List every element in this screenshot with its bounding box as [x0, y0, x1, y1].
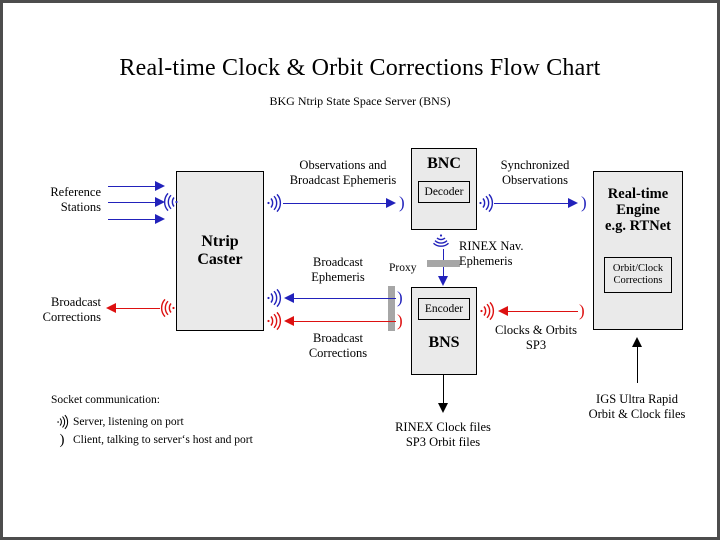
- socket-server-icon-caster-obs: [266, 193, 282, 213]
- arrow-ref-station-1: [155, 181, 165, 191]
- socket-client-icon-bns-bcorr: ): [397, 311, 403, 330]
- label-rinex-nav-ephemeris: RINEX Nav. Ephemeris: [459, 239, 523, 269]
- bc-mid-line1: Broadcast: [313, 331, 363, 345]
- flow-broadcast-ephemeris: [294, 298, 396, 299]
- ntrip-caster-label-line2: Caster: [197, 251, 243, 268]
- synchronized-line1: Synchronized: [500, 158, 570, 172]
- label-observations: Observations and Broadcast Ephemeris: [275, 158, 411, 188]
- legend-server-text: Server, listening on port: [73, 416, 184, 428]
- socket-server-icon-bns-clocks: [479, 301, 495, 321]
- socket-client-icon-bns-beph: ): [397, 288, 403, 307]
- arrow-broadcast-corrections-mid: [284, 316, 294, 326]
- legend-client-text: Client, talking to server‘s host and por…: [73, 434, 253, 446]
- label-reference-stations: Reference Stations: [11, 185, 101, 215]
- flow-broadcast-corrections-mid: [294, 321, 396, 322]
- flow-ref-station-2: [108, 202, 156, 203]
- page-title: Real-time Clock & Orbit Corrections Flow…: [119, 55, 601, 81]
- arrow-igs-ultra-rapid: [632, 337, 642, 347]
- node-ntrip-caster[interactable]: Ntrip Caster: [176, 171, 264, 331]
- flow-ref-station-1: [108, 186, 156, 187]
- socket-server-icon: [51, 414, 73, 430]
- label-broadcast-corrections-mid: Broadcast Corrections: [290, 331, 386, 361]
- flow-synchronized-observations: [494, 203, 571, 204]
- legend: Socket communication: Server, listening …: [51, 391, 253, 449]
- label-broadcast-corrections-left: Broadcast Corrections: [9, 295, 101, 325]
- node-bns[interactable]: Encoder BNS: [411, 287, 477, 375]
- node-realtime-engine[interactable]: Real-time Engine e.g. RTNet Orbit/Clock …: [593, 171, 683, 330]
- rinex-clock-files-line2: SP3 Orbit files: [405, 434, 481, 449]
- reference-stations-line2: Stations: [60, 199, 101, 214]
- arrow-rinex-nav: [438, 276, 448, 286]
- arrow-ref-station-2: [155, 197, 165, 207]
- legend-heading: Socket communication:: [51, 394, 160, 406]
- flow-observations: [283, 203, 387, 204]
- rt-engine-label-line2: Engine: [616, 202, 660, 219]
- page-subtitle: BKG Ntrip State Space Server (BNS): [269, 94, 451, 108]
- bns-encoder-subbox[interactable]: Encoder: [418, 298, 470, 320]
- socket-server-icon-caster-bcorr: [266, 311, 282, 331]
- flow-clocks-orbits: [508, 311, 578, 312]
- igs-line1: IGS Ultra Rapid: [596, 392, 678, 406]
- socket-client-icon-rte-in: ): [581, 193, 587, 212]
- clocks-orbits-line2: SP3: [525, 337, 547, 352]
- socket-server-icon-rinex-nav: [433, 233, 453, 249]
- arrow-ref-station-3: [155, 214, 165, 224]
- rinex-clock-files-line1: RINEX Clock files: [395, 420, 491, 434]
- broadcast-ephemeris-line2: Ephemeris: [311, 269, 365, 284]
- arrow-observations: [386, 198, 396, 208]
- socket-client-icon-rte-clocks: ): [579, 301, 585, 320]
- clocks-orbits-line1: Clocks & Orbits: [495, 323, 577, 337]
- rt-engine-label-line1: Real-time: [607, 186, 669, 202]
- arrow-clocks-orbits: [498, 306, 508, 316]
- socket-server-icon-caster-in: [163, 192, 179, 212]
- label-clocks-orbits: Clocks & Orbits SP3: [481, 323, 591, 353]
- observations-line1: Observations and: [299, 158, 387, 172]
- broadcast-ephemeris-line1: Broadcast: [313, 255, 363, 269]
- bc-mid-line2: Corrections: [308, 345, 368, 360]
- bc-left-line2: Corrections: [42, 309, 101, 324]
- observations-line2: Broadcast Ephemeris: [289, 172, 397, 187]
- socket-server-icon-caster-beph: [266, 288, 282, 308]
- label-synchronized-observations: Synchronized Observations: [481, 158, 589, 188]
- rt-engine-label-line3: e.g. RTNet: [605, 218, 671, 235]
- synchronized-line2: Observations: [502, 172, 568, 187]
- rt-engine-orbit-clock-subbox[interactable]: Orbit/Clock Corrections: [604, 256, 672, 293]
- label-rinex-clock-files: RINEX Clock files SP3 Orbit files: [378, 420, 508, 450]
- reference-stations-line1: Reference: [50, 185, 101, 199]
- node-bnc[interactable]: BNC Decoder: [411, 148, 477, 230]
- flow-igs-ultra-rapid: [637, 346, 638, 383]
- bc-left-line1: Broadcast: [51, 295, 101, 309]
- socket-client-icon-bnc-in: ): [399, 193, 405, 212]
- arrow-synchronized-observations: [568, 198, 578, 208]
- flow-broadcast-corrections-left: [116, 308, 160, 309]
- flow-rinex-clock-files: [443, 375, 444, 409]
- bnc-label: BNC: [427, 155, 461, 172]
- proxy-bar-vertical: [388, 286, 395, 331]
- arrow-broadcast-corrections-left: [106, 303, 116, 313]
- orbit-clock-line2: Corrections: [613, 274, 663, 286]
- socket-server-icon-bnc-out: [478, 193, 494, 213]
- bnc-decoder-subbox[interactable]: Decoder: [418, 180, 470, 203]
- rinex-nav-line2: Ephemeris: [459, 253, 513, 268]
- label-proxy: Proxy: [389, 262, 417, 274]
- proxy-bar-horizontal: [427, 260, 460, 267]
- label-broadcast-ephemeris: Broadcast Ephemeris: [290, 255, 386, 285]
- arrow-rinex-clock-files: [438, 403, 448, 413]
- socket-server-icon-caster-out-left: [160, 298, 176, 318]
- igs-line2: Orbit & Clock files: [588, 406, 686, 421]
- rinex-nav-line1: RINEX Nav.: [459, 239, 524, 253]
- socket-client-icon: ): [59, 431, 65, 448]
- label-igs-ultra-rapid: IGS Ultra Rapid Orbit & Clock files: [571, 392, 703, 422]
- arrow-broadcast-ephemeris: [284, 293, 294, 303]
- bns-label: BNS: [428, 334, 460, 351]
- ntrip-caster-label-line1: Ntrip: [201, 233, 239, 251]
- orbit-clock-line1: Orbit/Clock: [612, 263, 664, 275]
- flow-ref-station-3: [108, 219, 156, 220]
